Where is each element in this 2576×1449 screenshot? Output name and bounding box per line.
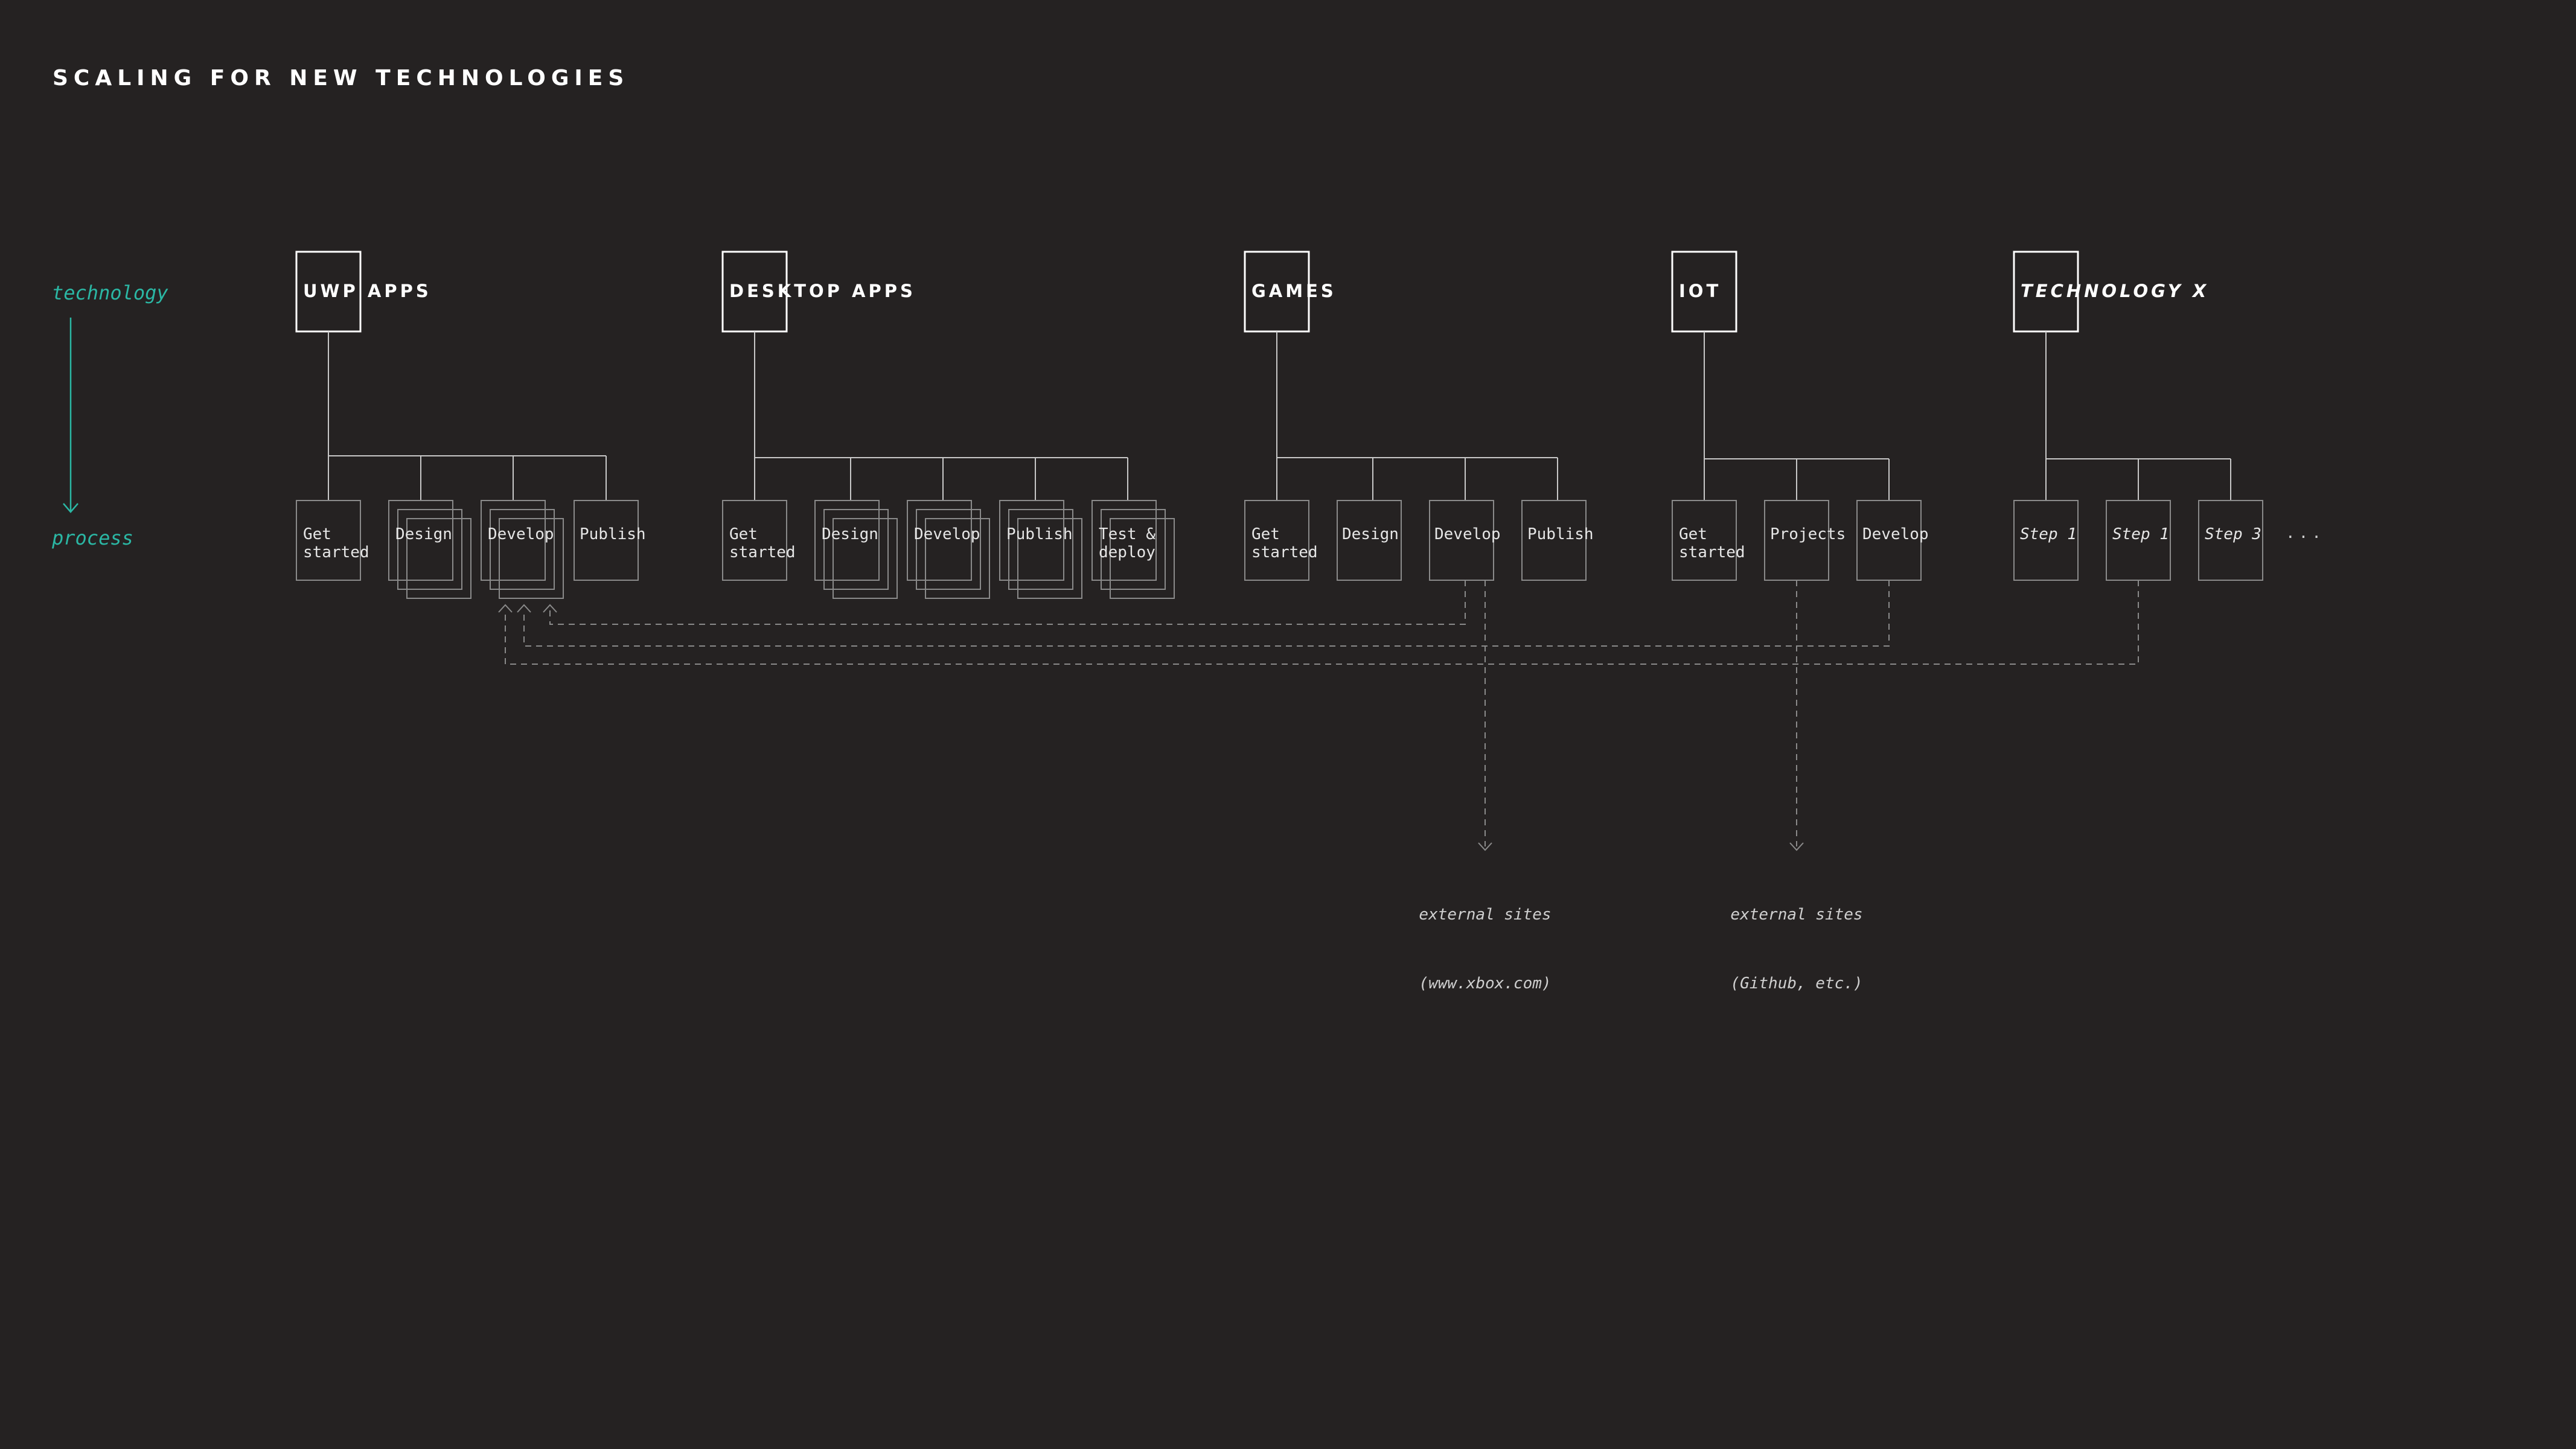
- step-label-techx-step-1b: Step 1: [2112, 525, 2169, 543]
- step-label-iot-get-started: Get started: [1679, 525, 1745, 561]
- step-label-uwp-publish: Publish: [580, 525, 646, 543]
- external-sites-xbox-line1: external sites: [1419, 906, 1552, 924]
- step-label-techx-step-3: Step 3: [2205, 525, 2261, 543]
- step-label-techx-step-1a: Step 1: [2020, 525, 2077, 543]
- external-sites-xbox: external sites (www.xbox.com): [1376, 857, 1594, 1018]
- tech-label-desktop-apps: DESKTOP APPS: [729, 281, 916, 301]
- step-label-games-design: Design: [1342, 525, 1399, 543]
- dashed-link-techx-step: [505, 580, 2139, 665]
- dashed-connectors: [505, 580, 2139, 846]
- step-label-desktop-publish: Publish: [1006, 525, 1073, 543]
- external-sites-github-line1: external sites: [1730, 906, 1863, 924]
- step-label-desktop-test-deploy: Test & deploy: [1099, 525, 1155, 561]
- branch-iot: [1671, 251, 1922, 581]
- dashed-link-games-develop: [549, 580, 1466, 625]
- external-sites-github-line2[interactable]: (Github, etc.): [1730, 974, 1863, 993]
- branch-games: [1244, 251, 1587, 581]
- step-label-iot-develop: Develop: [1862, 525, 1929, 543]
- tech-label-uwp-apps: UWP APPS: [303, 281, 432, 301]
- step-label-uwp-develop: Develop: [488, 525, 554, 543]
- step-box-uwp-get-started[interactable]: [296, 500, 361, 581]
- step-box-games-design[interactable]: [1337, 500, 1402, 581]
- dashed-arrowheads: [498, 604, 1804, 851]
- step-box-techx-step-1a[interactable]: [2013, 500, 2079, 581]
- step-box-techx-step-3[interactable]: [2198, 500, 2263, 581]
- axis-label-process: process: [52, 526, 133, 549]
- step-stack-desktop-test-deploy[interactable]: [1091, 500, 1175, 599]
- step-label-games-get-started: Get started: [1251, 525, 1318, 561]
- branch-desktop-apps: [721, 251, 1175, 599]
- step-stack-desktop-design[interactable]: [814, 500, 898, 599]
- dashed-link-iot-develop: [523, 580, 1890, 647]
- step-label-desktop-develop: Develop: [914, 525, 980, 543]
- tech-label-games: GAMES: [1251, 281, 1337, 301]
- more-steps-ellipsis: ...: [2286, 524, 2325, 542]
- step-box-uwp-publish[interactable]: [574, 500, 639, 581]
- external-sites-xbox-line2[interactable]: (www.xbox.com): [1419, 974, 1552, 993]
- branch-technology-x: [2013, 251, 2263, 581]
- step-label-desktop-get-started: Get started: [729, 525, 796, 561]
- page-title: SCALING FOR NEW TECHNOLOGIES: [53, 66, 630, 91]
- step-label-games-develop: Develop: [1434, 525, 1501, 543]
- axis-arrow: [63, 318, 78, 513]
- step-label-iot-projects: Projects: [1770, 525, 1846, 543]
- step-label-desktop-design: Design: [822, 525, 878, 543]
- step-label-games-publish: Publish: [1527, 525, 1594, 543]
- external-sites-github: external sites (Github, etc.): [1688, 857, 1905, 1018]
- axis-label-technology: technology: [52, 281, 168, 304]
- step-box-games-develop[interactable]: [1429, 500, 1494, 581]
- step-stack-desktop-publish[interactable]: [999, 500, 1082, 599]
- step-box-iot-get-started[interactable]: [1672, 500, 1737, 581]
- tech-label-iot: IOT: [1679, 281, 1722, 301]
- step-stack-uwp-develop[interactable]: [481, 500, 564, 599]
- step-label-uwp-get-started: Get started: [303, 525, 369, 561]
- step-stack-uwp-design[interactable]: [388, 500, 471, 599]
- branch-uwp-apps: [295, 251, 639, 599]
- tech-label-technology-x: TECHNOLOGY X: [2021, 281, 2210, 301]
- step-box-games-publish[interactable]: [1521, 500, 1587, 581]
- step-box-games-get-started[interactable]: [1244, 500, 1309, 581]
- step-label-uwp-design: Design: [395, 525, 452, 543]
- step-box-desktop-get-started[interactable]: [722, 500, 787, 581]
- step-stack-desktop-develop[interactable]: [907, 500, 990, 599]
